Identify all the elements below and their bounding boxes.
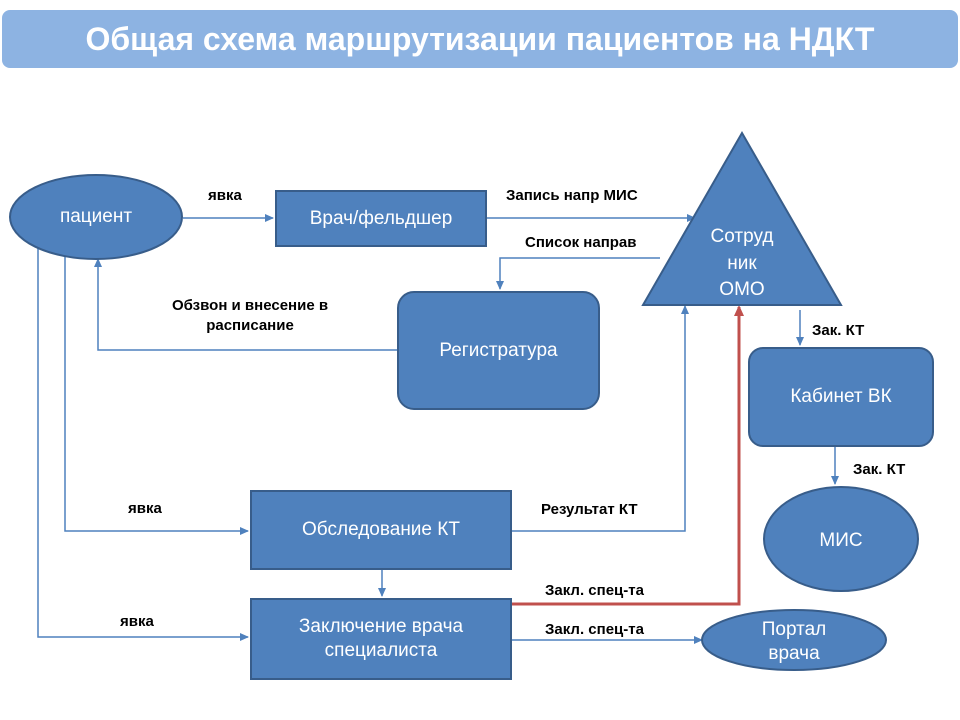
edge-label-patient-to-doctor: явка xyxy=(208,187,242,204)
edge-patient-to-ct xyxy=(64,250,249,535)
page-title: Общая схема маршрутизации пациентов на Н… xyxy=(85,20,875,57)
node-doctor xyxy=(275,190,487,247)
edge-omo-to-registry xyxy=(496,257,660,290)
edge-label-patient-to-ct: явка xyxy=(128,500,162,517)
node-registry xyxy=(397,291,600,410)
edge-label-registry-to-patient: Обзвон и внесение в расписание xyxy=(171,297,329,334)
node-omo-label: Сотруд ник ОМО xyxy=(710,226,774,301)
node-ct-exam-label: Обследование КТ xyxy=(302,519,460,541)
node-registry-label: Регистратура xyxy=(439,339,558,361)
edge-label-conclusion-to-omo: Закл. спец-та xyxy=(545,582,644,599)
edge-patient-to-conclusion xyxy=(37,245,249,641)
node-vk-office-label: Кабинет ВК xyxy=(790,386,892,408)
edge-label-ct-to-omo: Результат КТ xyxy=(541,501,638,518)
edge-label-omo-to-vk: Зак. КТ xyxy=(812,322,865,339)
node-mis xyxy=(763,486,919,592)
node-specialist-conclusion-label: Заключение врача специалиста xyxy=(298,616,464,661)
edge-label-doctor-to-omo: Запись напр МИС xyxy=(506,187,638,204)
node-doctor-portal xyxy=(701,609,887,671)
edge-label-vk-to-mis: Зак. КТ xyxy=(853,461,906,478)
node-mis-label: МИС xyxy=(819,530,863,552)
node-ct-exam xyxy=(250,490,512,570)
node-omo-employee xyxy=(641,130,843,306)
edge-conclusion-to-omo xyxy=(512,305,744,606)
node-doctor-portal-label: Портал врача xyxy=(761,619,827,664)
title-bar: Общая схема маршрутизации пациентов на Н… xyxy=(2,10,958,68)
edge-label-patient-to-conclusion: явка xyxy=(120,613,154,630)
edge-registry-to-patient xyxy=(94,258,398,351)
node-doctor-label: Врач/фельдшер xyxy=(309,207,453,229)
edge-ct-to-omo xyxy=(512,305,689,532)
node-patient xyxy=(9,174,183,260)
node-vk-office xyxy=(748,347,934,447)
edge-label-omo-to-registry: Список направ xyxy=(525,234,637,251)
node-patient-label: пациент xyxy=(59,206,133,228)
node-specialist-conclusion xyxy=(250,598,512,680)
edge-label-conclusion-to-portal: Закл. спец-та xyxy=(545,621,644,638)
